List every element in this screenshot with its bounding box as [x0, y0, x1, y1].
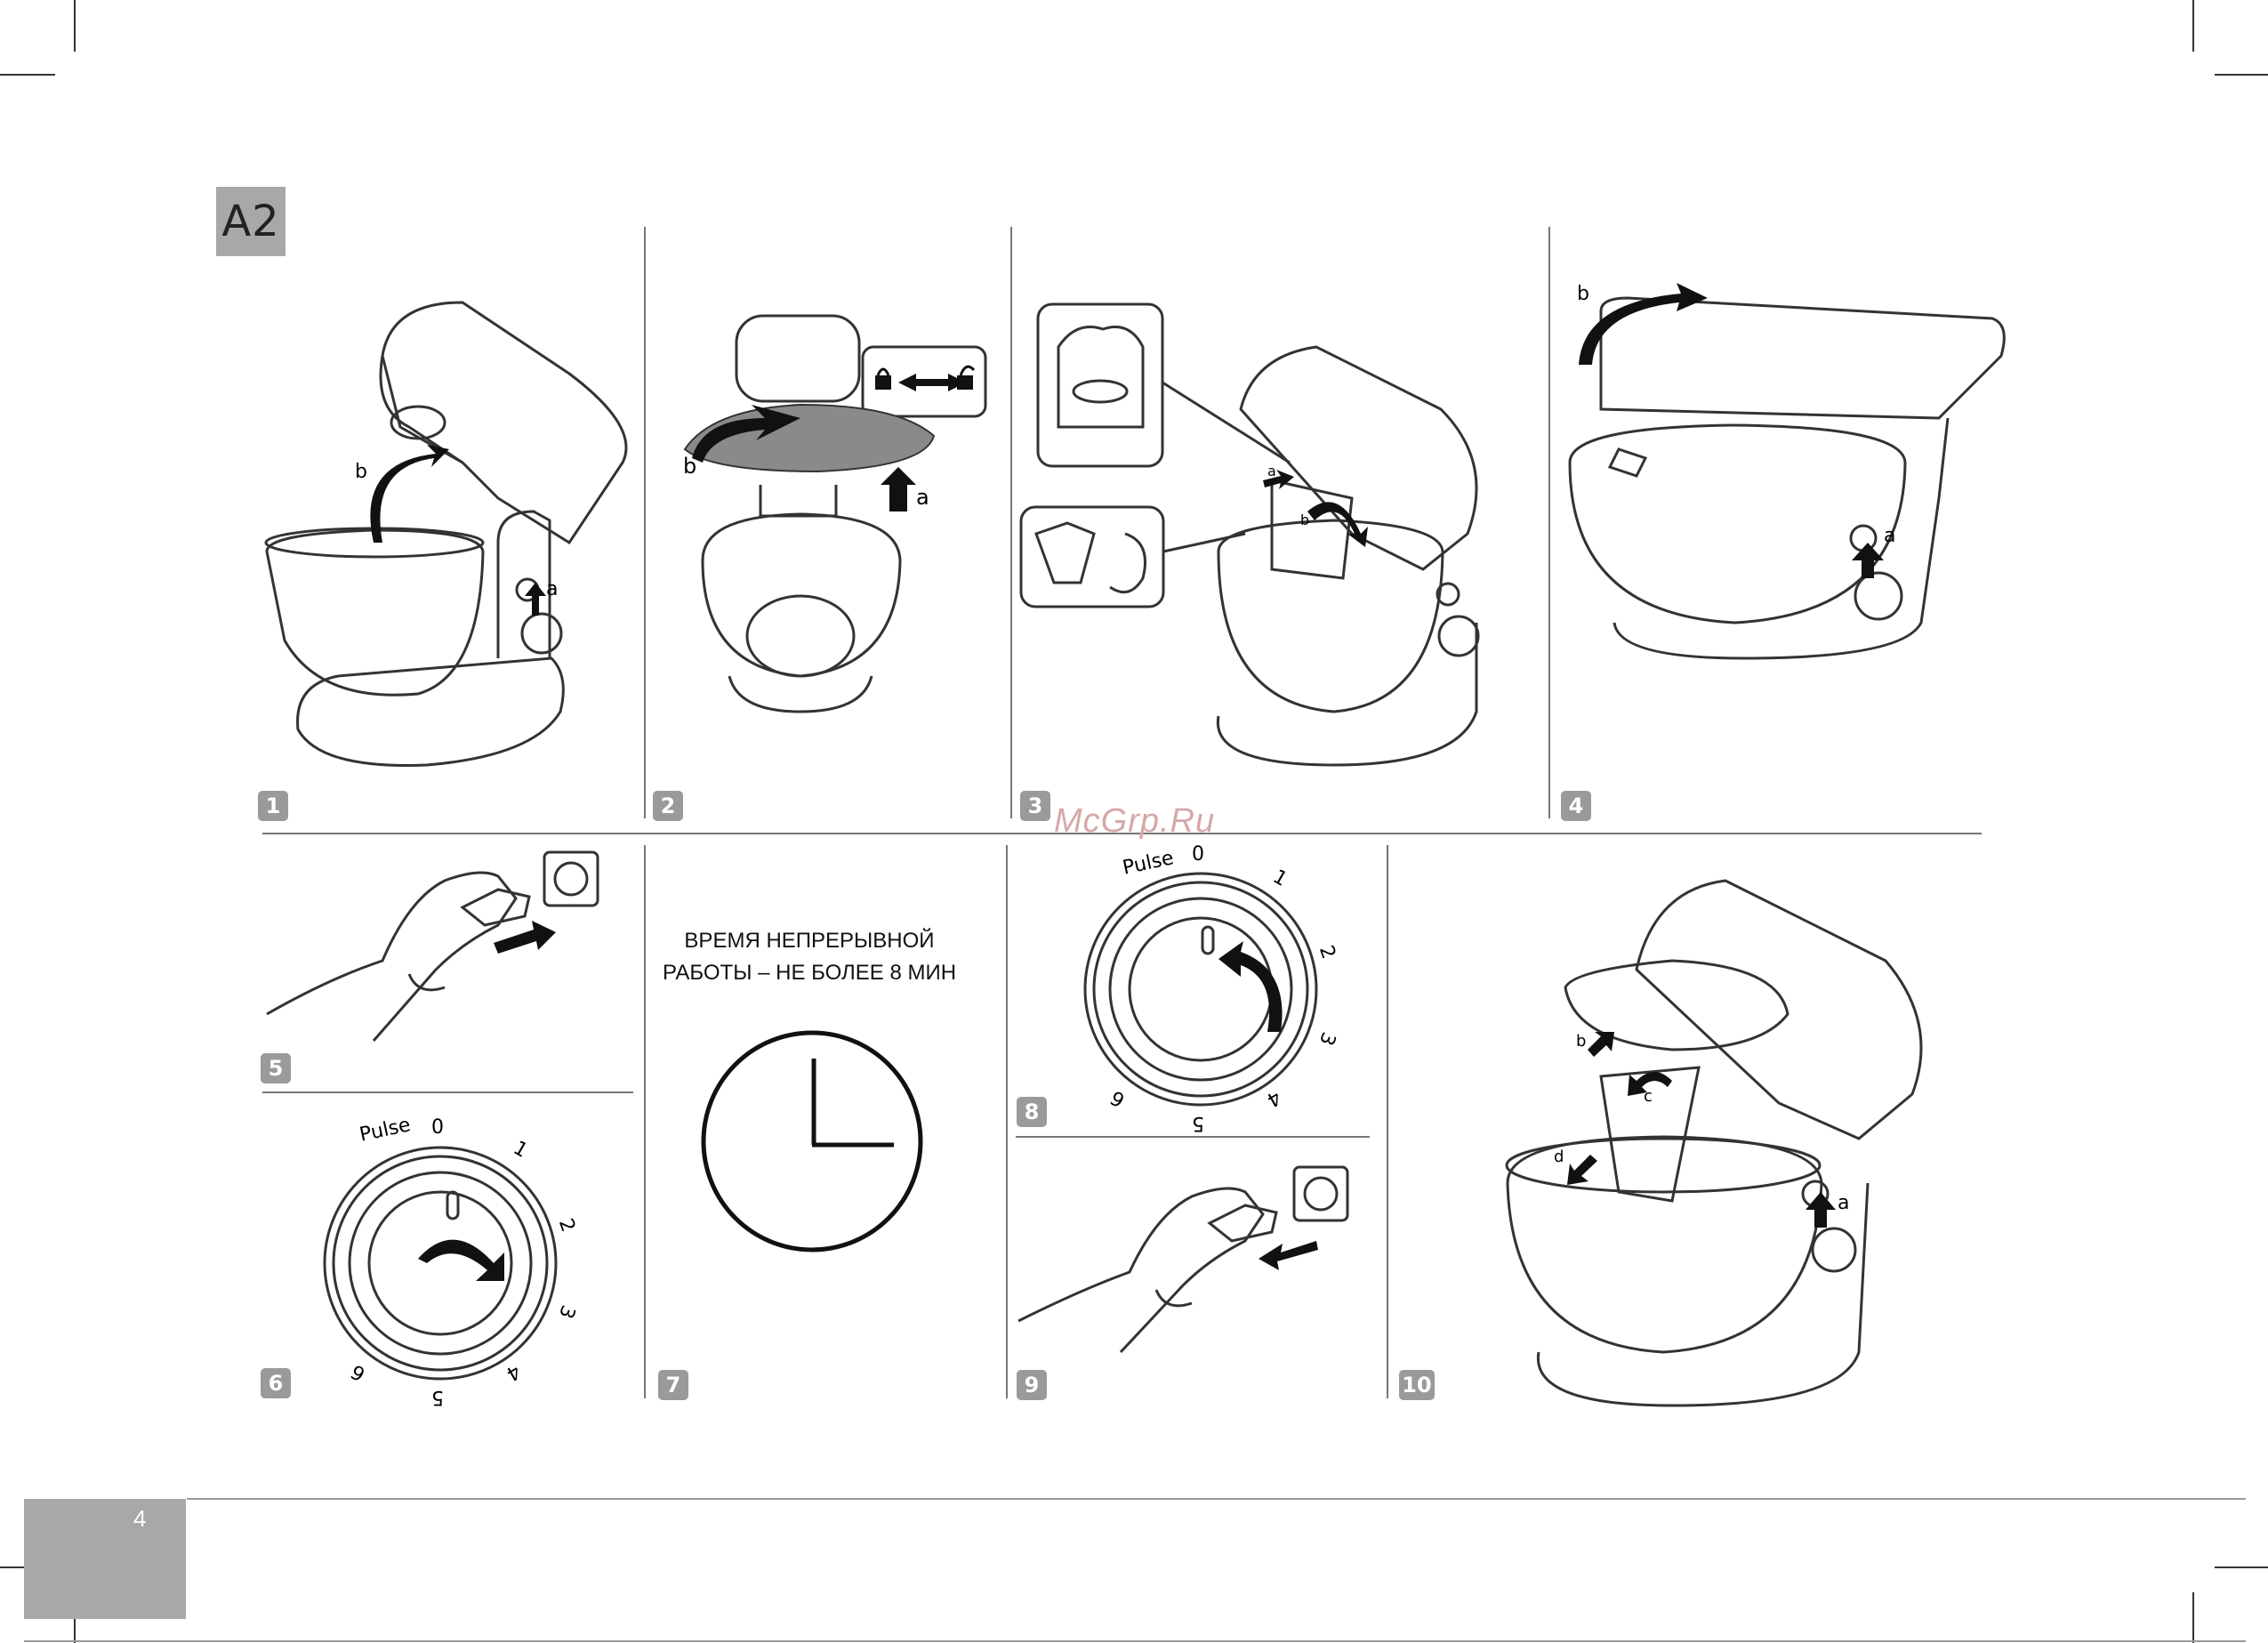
step-badge-5: 5	[261, 1053, 291, 1083]
step-badge-6: 6	[261, 1368, 291, 1398]
step-badge-2: 2	[653, 791, 683, 821]
step-badge-1: 1	[258, 791, 288, 821]
step-badge-4: 4	[1561, 791, 1591, 821]
callout-a-step10: a	[1838, 1192, 1849, 1214]
step-badge-3: 3	[1020, 791, 1050, 821]
step-badge-9: 9	[1017, 1370, 1047, 1400]
watermark: McGrp.Ru	[1054, 802, 1215, 841]
section-label: A2	[216, 187, 286, 256]
step-badge-10: 10	[1399, 1370, 1435, 1400]
step-badge-7: 7	[658, 1370, 688, 1400]
callout-b-step10: b	[1576, 1032, 1586, 1051]
page-number: 4	[133, 1505, 146, 1533]
step-badge-8: 8	[1017, 1097, 1047, 1127]
callout-c-step10: c	[1644, 1087, 1653, 1106]
callout-d-step10: d	[1554, 1148, 1564, 1166]
page-number-box	[24, 1499, 186, 1619]
